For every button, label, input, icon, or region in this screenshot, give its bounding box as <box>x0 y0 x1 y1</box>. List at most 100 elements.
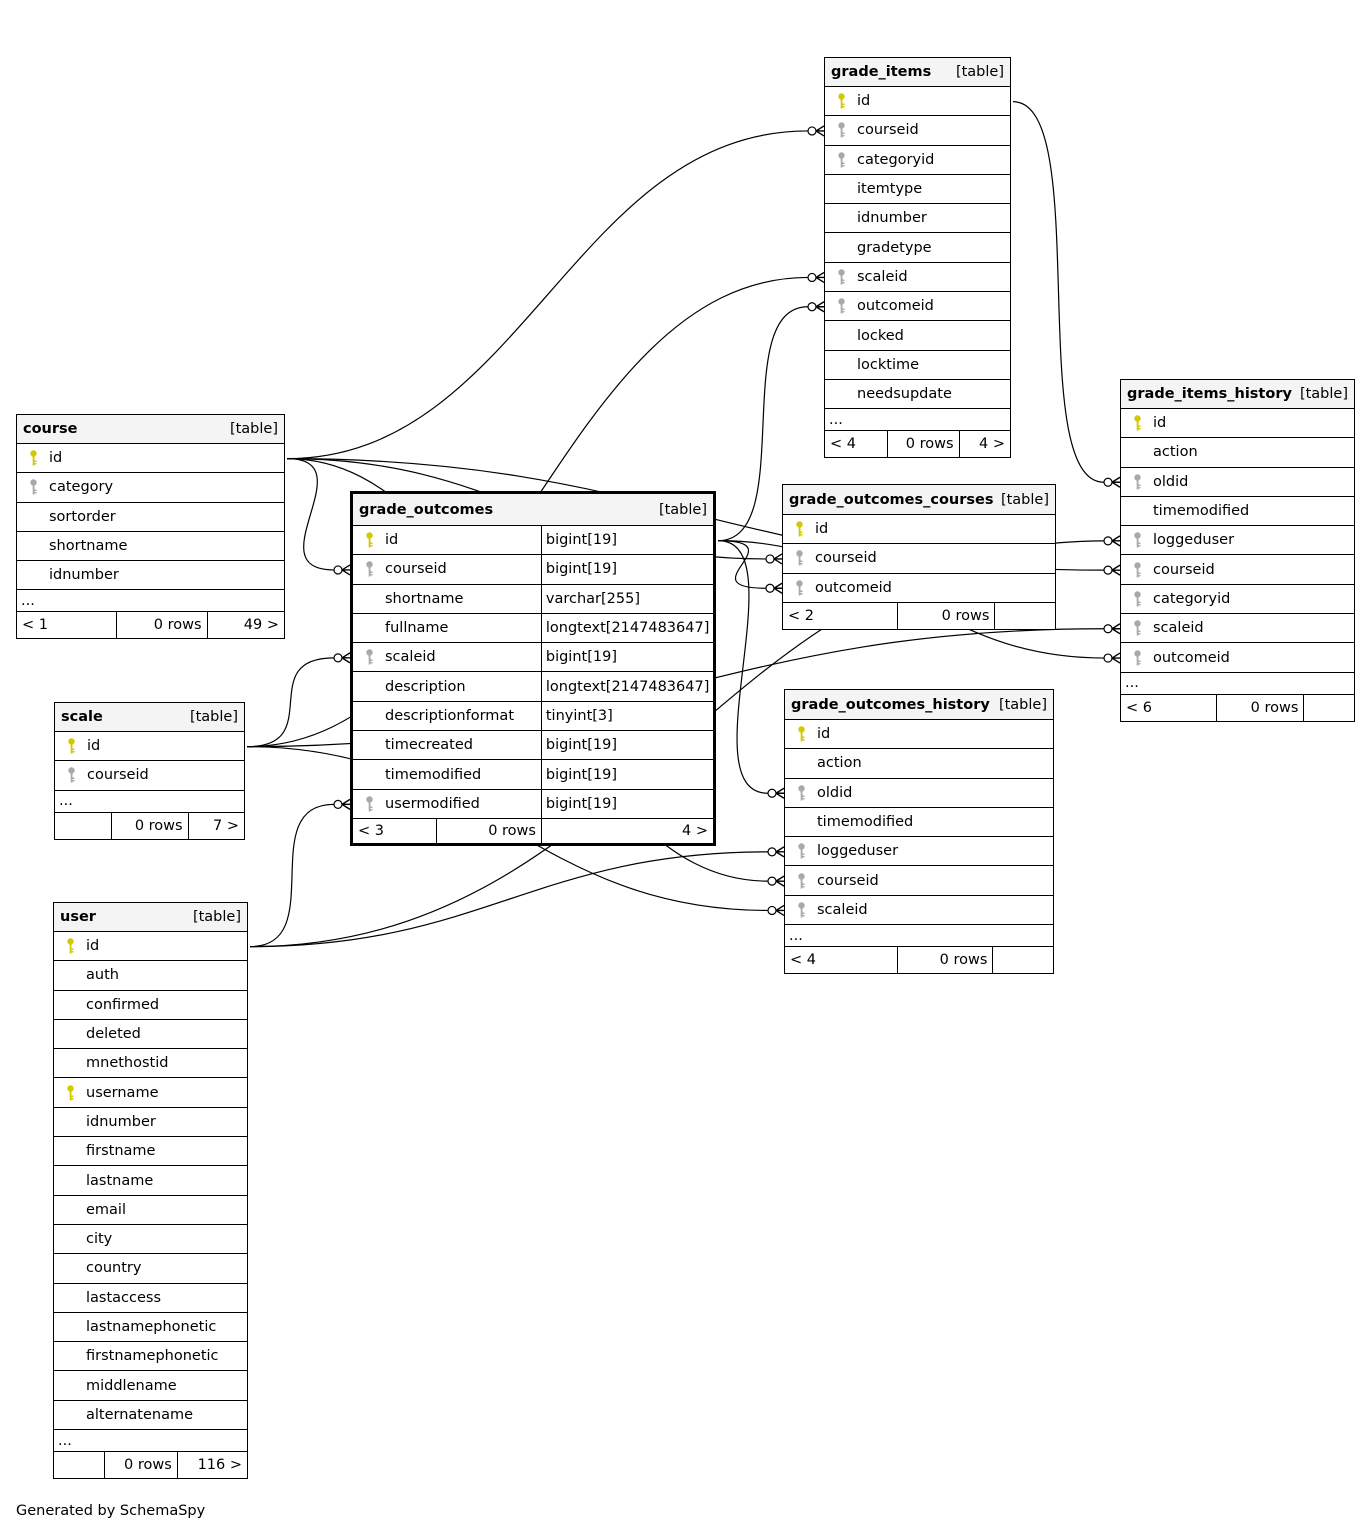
children-count[interactable]: 4 > <box>682 822 708 839</box>
column-row[interactable]: timemodified <box>1121 497 1354 527</box>
column-row[interactable]: locktime <box>825 351 1010 380</box>
more-columns-indicator[interactable]: ... <box>17 590 284 613</box>
children-count[interactable] <box>1304 695 1354 721</box>
column-row[interactable]: outcomeid <box>1121 643 1354 673</box>
table-header[interactable]: scale[table] <box>55 703 244 732</box>
column-row[interactable]: oldid <box>785 779 1053 808</box>
column-row[interactable]: idnumber <box>825 204 1010 234</box>
column-row[interactable]: email <box>54 1196 247 1225</box>
parents-count[interactable] <box>54 1452 105 1479</box>
column-row[interactable]: lastname <box>54 1166 247 1196</box>
more-columns-indicator[interactable]: ... <box>1121 673 1354 695</box>
table-header[interactable]: grade_outcomes_history[table] <box>785 690 1053 720</box>
column-row[interactable]: id <box>785 720 1053 750</box>
column-row[interactable]: categoryid <box>1121 585 1354 615</box>
column-row[interactable]: sortorder <box>17 503 284 532</box>
parents-count[interactable]: < 4 <box>825 431 889 458</box>
column-row[interactable]: mnethostid <box>54 1049 247 1079</box>
column-row[interactable]: deleted <box>54 1020 247 1050</box>
more-columns-indicator[interactable]: ... <box>55 791 244 813</box>
column-row[interactable]: loggeduser <box>1121 526 1354 556</box>
column-row[interactable]: shortname <box>17 532 284 562</box>
column-row[interactable]: city <box>54 1225 247 1255</box>
column-row[interactable]: courseid <box>783 544 1055 574</box>
column-row[interactable]: scaleid <box>825 263 1010 293</box>
column-row[interactable]: lastnamephonetic <box>54 1313 247 1343</box>
column-row[interactable]: courseid <box>55 761 244 791</box>
column-row[interactable]: lastaccess <box>54 1284 247 1313</box>
table-header[interactable]: grade_items_history[table] <box>1121 380 1354 409</box>
column-row[interactable]: firstname <box>54 1137 247 1167</box>
column-row[interactable]: categoryid <box>825 146 1010 175</box>
column-row[interactable]: timemodified <box>785 808 1053 838</box>
children-count[interactable]: 7 > <box>213 817 239 834</box>
children-count[interactable]: 49 > <box>243 617 279 634</box>
column-row[interactable]: scaleid <box>785 896 1053 926</box>
column-row[interactable]: action <box>1121 438 1354 468</box>
table-header[interactable]: course[table] <box>17 415 284 444</box>
table-header[interactable]: grade_outcomes[table] <box>353 494 713 526</box>
parents-count[interactable]: < 4 <box>785 947 899 974</box>
column-row[interactable]: courseid <box>825 116 1010 146</box>
column-row[interactable]: outcomeid <box>783 574 1055 603</box>
column-row[interactable]: country <box>54 1254 247 1284</box>
column-row[interactable]: id <box>1121 409 1354 439</box>
more-columns-indicator[interactable]: ... <box>785 925 1053 948</box>
parents-count[interactable]: < 2 <box>783 602 899 629</box>
parents-count[interactable]: < 3 <box>353 818 437 843</box>
column-row[interactable]: id <box>825 87 1010 117</box>
column-row[interactable]: loggeduser <box>785 837 1053 867</box>
column-row[interactable]: idnumber <box>17 561 284 591</box>
column-row[interactable]: username <box>54 1078 247 1108</box>
column-row[interactable]: id <box>55 732 244 762</box>
column-row[interactable]: firstnamephonetic <box>54 1342 247 1372</box>
parents-count[interactable]: < 6 <box>1121 694 1218 721</box>
children-count[interactable]: 4 > <box>979 436 1005 453</box>
column-row[interactable]: oldid <box>1121 468 1354 497</box>
column-row[interactable]: courseid <box>785 866 1053 896</box>
column-row[interactable]: itemtype <box>825 175 1010 205</box>
column-row[interactable]: id <box>17 444 284 474</box>
column-row[interactable]: gradetype <box>825 233 1010 263</box>
column-row[interactable]: courseid <box>1121 555 1354 585</box>
more-columns-indicator[interactable]: ... <box>825 409 1010 432</box>
children-count[interactable] <box>995 603 1055 629</box>
table-header[interactable]: user[table] <box>54 903 247 932</box>
column-row[interactable]: id <box>783 515 1055 545</box>
parents-count[interactable]: < 1 <box>17 612 118 639</box>
column-row[interactable]: idnumber <box>54 1108 247 1138</box>
children-count[interactable]: 116 > <box>197 1457 243 1474</box>
column-row[interactable]: needsupdate <box>825 380 1010 410</box>
table-header[interactable]: grade_outcomes_courses[table] <box>783 485 1055 515</box>
column-row[interactable]: action <box>785 749 1053 779</box>
column-row[interactable]: scaleid <box>1121 614 1354 644</box>
more-columns-indicator[interactable]: ... <box>54 1430 247 1453</box>
table-header[interactable]: grade_items[table] <box>825 58 1010 87</box>
column-row[interactable]: confirmed <box>54 991 247 1020</box>
column-row[interactable]: id <box>54 932 247 962</box>
parents-count[interactable] <box>55 812 113 839</box>
column-row[interactable]: outcomeid <box>825 292 1010 322</box>
children-count[interactable] <box>993 947 1053 973</box>
column-row[interactable]: locked <box>825 321 1010 351</box>
column-row[interactable]: auth <box>54 961 247 991</box>
column-row[interactable]: category <box>17 473 284 503</box>
